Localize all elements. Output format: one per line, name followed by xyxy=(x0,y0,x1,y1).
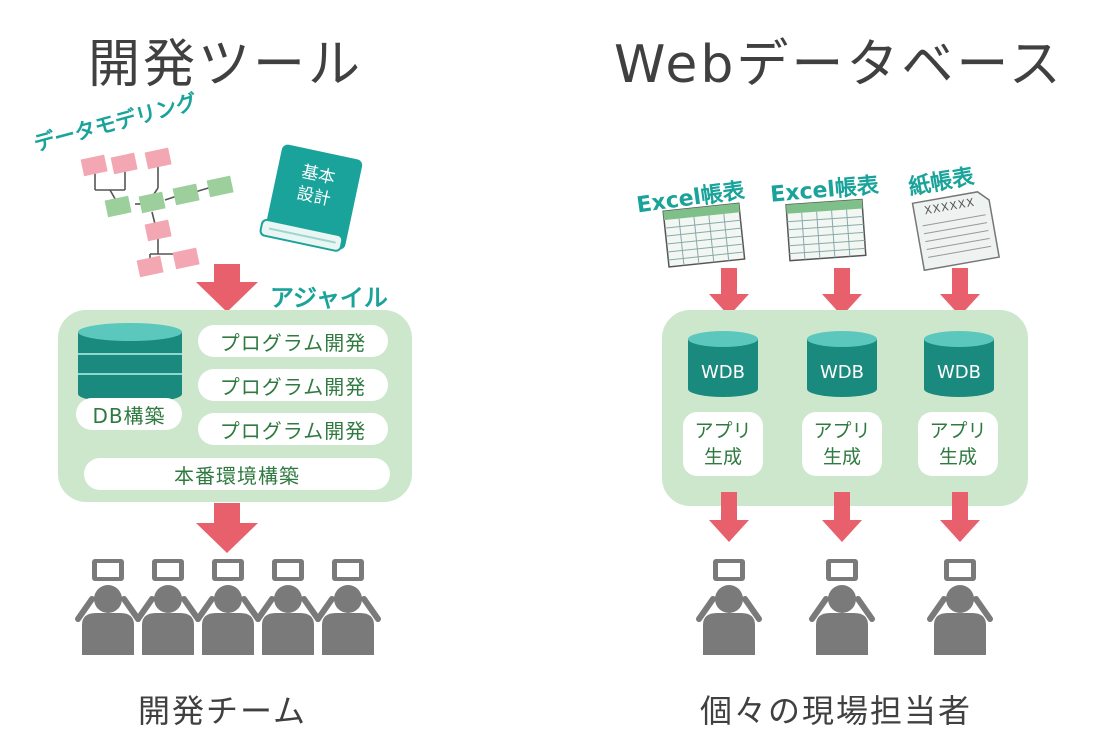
arrow-down-icon xyxy=(196,503,258,553)
wdb-label-3: WDB xyxy=(936,362,981,383)
team-people-icon xyxy=(70,555,390,655)
wdb-database-icon xyxy=(807,331,877,397)
wdb-label-2: WDB xyxy=(819,362,864,383)
app-line1: アプリ xyxy=(813,420,871,442)
paper-form-icon xyxy=(911,191,1001,272)
database-icon xyxy=(78,323,182,403)
wdb-database-icon xyxy=(924,331,994,397)
production-build-pill: 本番環境構築 xyxy=(84,458,390,490)
staff-people-icon xyxy=(690,555,1010,655)
app-generate-card-2: アプリ 生成 xyxy=(802,412,882,476)
app-line1: アプリ xyxy=(694,420,752,442)
field-staff-label: 個々の現場担当者 xyxy=(700,692,973,730)
spreadsheet-icon xyxy=(785,198,867,262)
arrow-down-icon xyxy=(709,492,749,542)
app-generate-card-3: アプリ 生成 xyxy=(918,412,998,476)
dev-team-label: 開発チーム xyxy=(138,692,308,730)
right-title: Webデータベース xyxy=(614,35,1064,95)
arrow-down-icon xyxy=(196,264,258,312)
arrow-down-icon xyxy=(822,268,862,316)
arrow-down-icon xyxy=(940,492,980,542)
spreadsheet-icon xyxy=(662,202,746,268)
app-line1: アプリ xyxy=(929,420,987,442)
program-dev-pill-1: プログラム開発 xyxy=(198,325,388,357)
arrow-down-icon xyxy=(822,492,862,542)
wdb-database-icon xyxy=(688,331,758,397)
app-generate-card-1: アプリ 生成 xyxy=(683,412,763,476)
arrow-down-icon xyxy=(940,268,980,316)
wdb-label-1: WDB xyxy=(700,362,745,383)
program-dev-pill-3: プログラム開発 xyxy=(198,413,388,445)
program-dev-pill-2: プログラム開発 xyxy=(198,369,388,401)
book-icon xyxy=(259,144,363,252)
db-build-label: DB構築 xyxy=(76,398,182,430)
app-line2: 生成 xyxy=(938,446,977,468)
app-line2: 生成 xyxy=(822,446,861,468)
arrow-down-icon xyxy=(709,268,749,316)
agile-label: アジャイル xyxy=(270,284,388,312)
left-title: 開発ツール xyxy=(88,35,364,95)
app-line2: 生成 xyxy=(703,446,742,468)
